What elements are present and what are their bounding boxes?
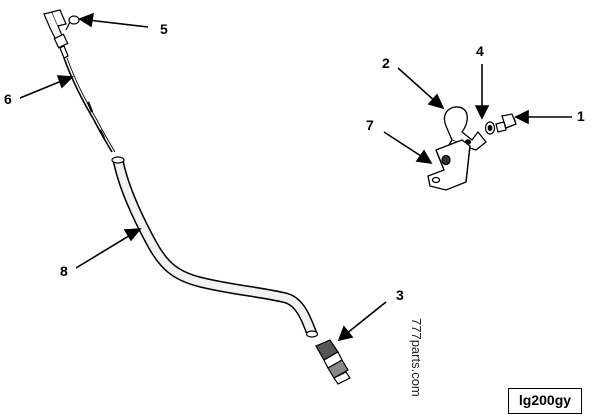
callout-1: 1 <box>577 108 585 124</box>
dipstick-ring <box>65 15 80 31</box>
callout-3: 3 <box>396 287 404 303</box>
dipstick-handle <box>43 9 69 59</box>
watermark-text: 777parts.com <box>409 318 424 397</box>
callout-4: 4 <box>476 43 484 59</box>
callout-7: 7 <box>366 117 374 133</box>
leader-arrows <box>19 12 572 342</box>
dipstick-blade <box>63 57 116 153</box>
dipstick-tube <box>111 156 319 338</box>
figure-code-box: lg200gy <box>508 388 582 414</box>
callout-5: 5 <box>160 21 168 37</box>
bolt <box>495 113 517 133</box>
callout-6: 6 <box>4 91 12 107</box>
washer <box>484 121 496 135</box>
tube-fitting <box>315 339 351 385</box>
mounting-bracket <box>427 139 471 191</box>
callout-2: 2 <box>382 55 390 71</box>
callout-8: 8 <box>60 263 68 279</box>
